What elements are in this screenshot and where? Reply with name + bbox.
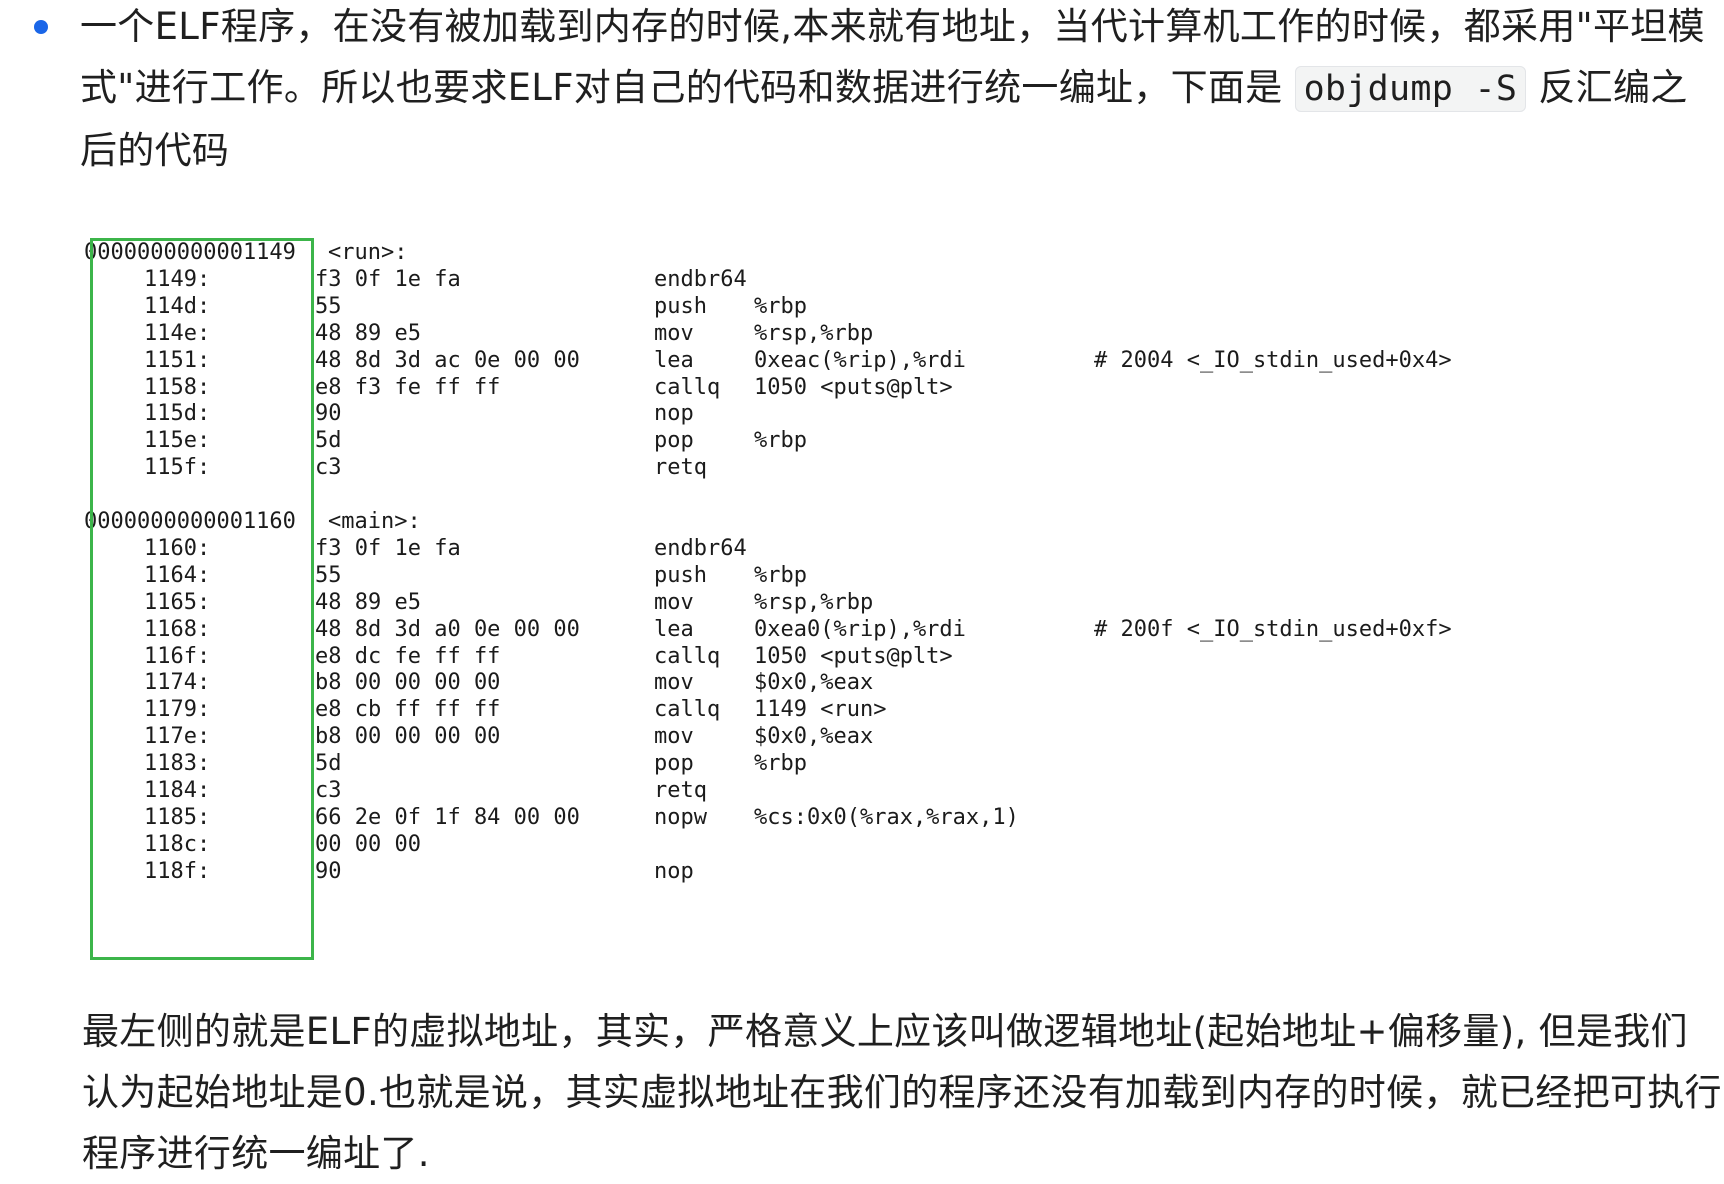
conclusion-paragraph: 最左侧的就是ELF的虚拟地址，其实，严格意义上应该叫做逻辑地址(起始地址+偏移量… bbox=[82, 1010, 1722, 1175]
instruction-operands: %cs:0x0(%rax,%rax,1) bbox=[754, 804, 1019, 830]
instruction-address: 1149: bbox=[144, 266, 211, 292]
instruction-operands: 0xea0(%rip),%rdi bbox=[754, 616, 966, 642]
instruction-operands: 1149 <run> bbox=[754, 697, 887, 723]
instruction-bytes: b8 00 00 00 00 bbox=[315, 670, 501, 696]
instruction-bytes: 90 bbox=[315, 401, 342, 427]
instruction-address: 1174: bbox=[144, 670, 211, 696]
instruction-mnemonic: retq bbox=[654, 455, 707, 481]
symbol-address: 0000000000001160 bbox=[84, 509, 296, 534]
instruction-address: 1151: bbox=[144, 347, 211, 373]
instruction-bytes: 66 2e 0f 1f 84 00 00 bbox=[315, 804, 580, 830]
instruction-bytes: 55 bbox=[315, 293, 342, 319]
instruction-operands: 0xeac(%rip),%rdi bbox=[754, 347, 966, 373]
instruction-bytes: 90 bbox=[315, 858, 342, 884]
instruction-bytes: 00 00 00 bbox=[315, 831, 421, 857]
instruction-comment: # 200f <_IO_stdin_used+0xf> bbox=[1094, 616, 1452, 642]
instruction-operands: 1050 <puts@plt> bbox=[754, 374, 953, 400]
instruction-mnemonic: retq bbox=[654, 778, 707, 803]
instruction-mnemonic: mov bbox=[654, 320, 694, 346]
instruction-address: 114e: bbox=[144, 320, 211, 346]
bullet-dot-icon bbox=[34, 20, 48, 34]
instruction-mnemonic: callq bbox=[654, 643, 721, 669]
instruction-mnemonic: endbr64 bbox=[654, 266, 747, 292]
instruction-address: 1158: bbox=[144, 374, 211, 400]
instruction-address: 116f: bbox=[144, 643, 211, 669]
instruction-mnemonic: lea bbox=[654, 616, 694, 642]
instruction-operands: $0x0,%eax bbox=[754, 724, 874, 750]
instruction-bytes: 55 bbox=[315, 562, 342, 588]
instruction-address: 115f: bbox=[144, 455, 211, 481]
instruction-operands: 1050 <puts@plt> bbox=[754, 643, 953, 669]
instruction-bytes: c3 bbox=[315, 778, 342, 803]
instruction-mnemonic: callq bbox=[654, 374, 721, 400]
instruction-bytes: 48 89 e5 bbox=[315, 320, 421, 346]
instruction-bytes: b8 00 00 00 00 bbox=[315, 724, 501, 750]
instruction-mnemonic: mov bbox=[654, 724, 694, 750]
symbol-address: 0000000000001149 bbox=[84, 240, 296, 265]
instruction-mnemonic: nopw bbox=[654, 804, 707, 830]
instruction-mnemonic: callq bbox=[654, 697, 721, 723]
instruction-address: 1168: bbox=[144, 616, 211, 642]
instruction-mnemonic: push bbox=[654, 562, 707, 588]
instruction-mnemonic: pop bbox=[654, 751, 694, 777]
instruction-mnemonic: mov bbox=[654, 670, 694, 696]
instruction-address: 117e: bbox=[144, 724, 211, 750]
instruction-address: 1165: bbox=[144, 589, 211, 615]
instruction-mnemonic: pop bbox=[654, 428, 694, 454]
instruction-mnemonic: mov bbox=[654, 589, 694, 615]
instruction-mnemonic: endbr64 bbox=[654, 535, 747, 561]
instruction-address: 1184: bbox=[144, 778, 211, 803]
intro-text-before: 一个ELF程序，在没有被加载到内存的时候,本来就有地址，当代计算机工作的时候，都… bbox=[80, 5, 1705, 109]
instruction-mnemonic: lea bbox=[654, 347, 694, 373]
instruction-operands: %rbp bbox=[754, 562, 807, 588]
instruction-bytes: f3 0f 1e fa bbox=[315, 535, 461, 561]
instruction-bytes: 48 8d 3d a0 0e 00 00 bbox=[315, 616, 580, 642]
instruction-bytes: e8 dc fe ff ff bbox=[315, 643, 501, 669]
instruction-bytes: e8 f3 fe ff ff bbox=[315, 374, 501, 400]
intro-text-after: 反汇编之后的代码 bbox=[80, 66, 1688, 172]
instruction-address: 114d: bbox=[144, 293, 211, 319]
instruction-mnemonic: nop bbox=[654, 858, 694, 884]
instruction-comment: # 2004 <_IO_stdin_used+0x4> bbox=[1094, 347, 1452, 373]
symbol-name: <main>: bbox=[328, 509, 421, 534]
symbol-name: <run>: bbox=[328, 240, 408, 265]
instruction-address: 115e: bbox=[144, 428, 211, 454]
instruction-bytes: e8 cb ff ff ff bbox=[315, 697, 501, 723]
instruction-bytes: 5d bbox=[315, 751, 342, 777]
instruction-operands: %rbp bbox=[754, 751, 807, 777]
instruction-address: 1185: bbox=[144, 804, 211, 830]
instruction-address: 1183: bbox=[144, 751, 211, 777]
intro-paragraph: 一个ELF程序，在没有被加载到内存的时候,本来就有地址，当代计算机工作的时候，都… bbox=[80, 0, 1720, 181]
instruction-operands: %rsp,%rbp bbox=[754, 589, 874, 615]
instruction-mnemonic: nop bbox=[654, 401, 694, 427]
objdump-listing: 0000000000001149 <run>: 1149: f3 0f 1e fa en… bbox=[84, 238, 1584, 968]
instruction-mnemonic: push bbox=[654, 293, 707, 319]
inline-code-objdump: objdump -S bbox=[1294, 66, 1527, 112]
instruction-bytes: f3 0f 1e fa bbox=[315, 266, 461, 292]
instruction-operands: %rbp bbox=[754, 293, 807, 319]
instruction-address: 1179: bbox=[144, 697, 211, 723]
instruction-address: 115d: bbox=[144, 401, 211, 427]
instruction-operands: %rbp bbox=[754, 428, 807, 454]
instruction-bytes: 5d bbox=[315, 428, 342, 454]
instruction-bytes: 48 89 e5 bbox=[315, 589, 421, 615]
instruction-address: 1164: bbox=[144, 562, 211, 588]
instruction-bytes: 48 8d 3d ac 0e 00 00 bbox=[315, 347, 580, 373]
instruction-address: 118c: bbox=[144, 831, 211, 857]
instruction-bytes: c3 bbox=[315, 455, 342, 481]
instruction-operands: %rsp,%rbp bbox=[754, 320, 874, 346]
instruction-operands: $0x0,%eax bbox=[754, 670, 874, 696]
instruction-address: 118f: bbox=[144, 858, 211, 884]
instruction-address: 1160: bbox=[144, 535, 211, 561]
